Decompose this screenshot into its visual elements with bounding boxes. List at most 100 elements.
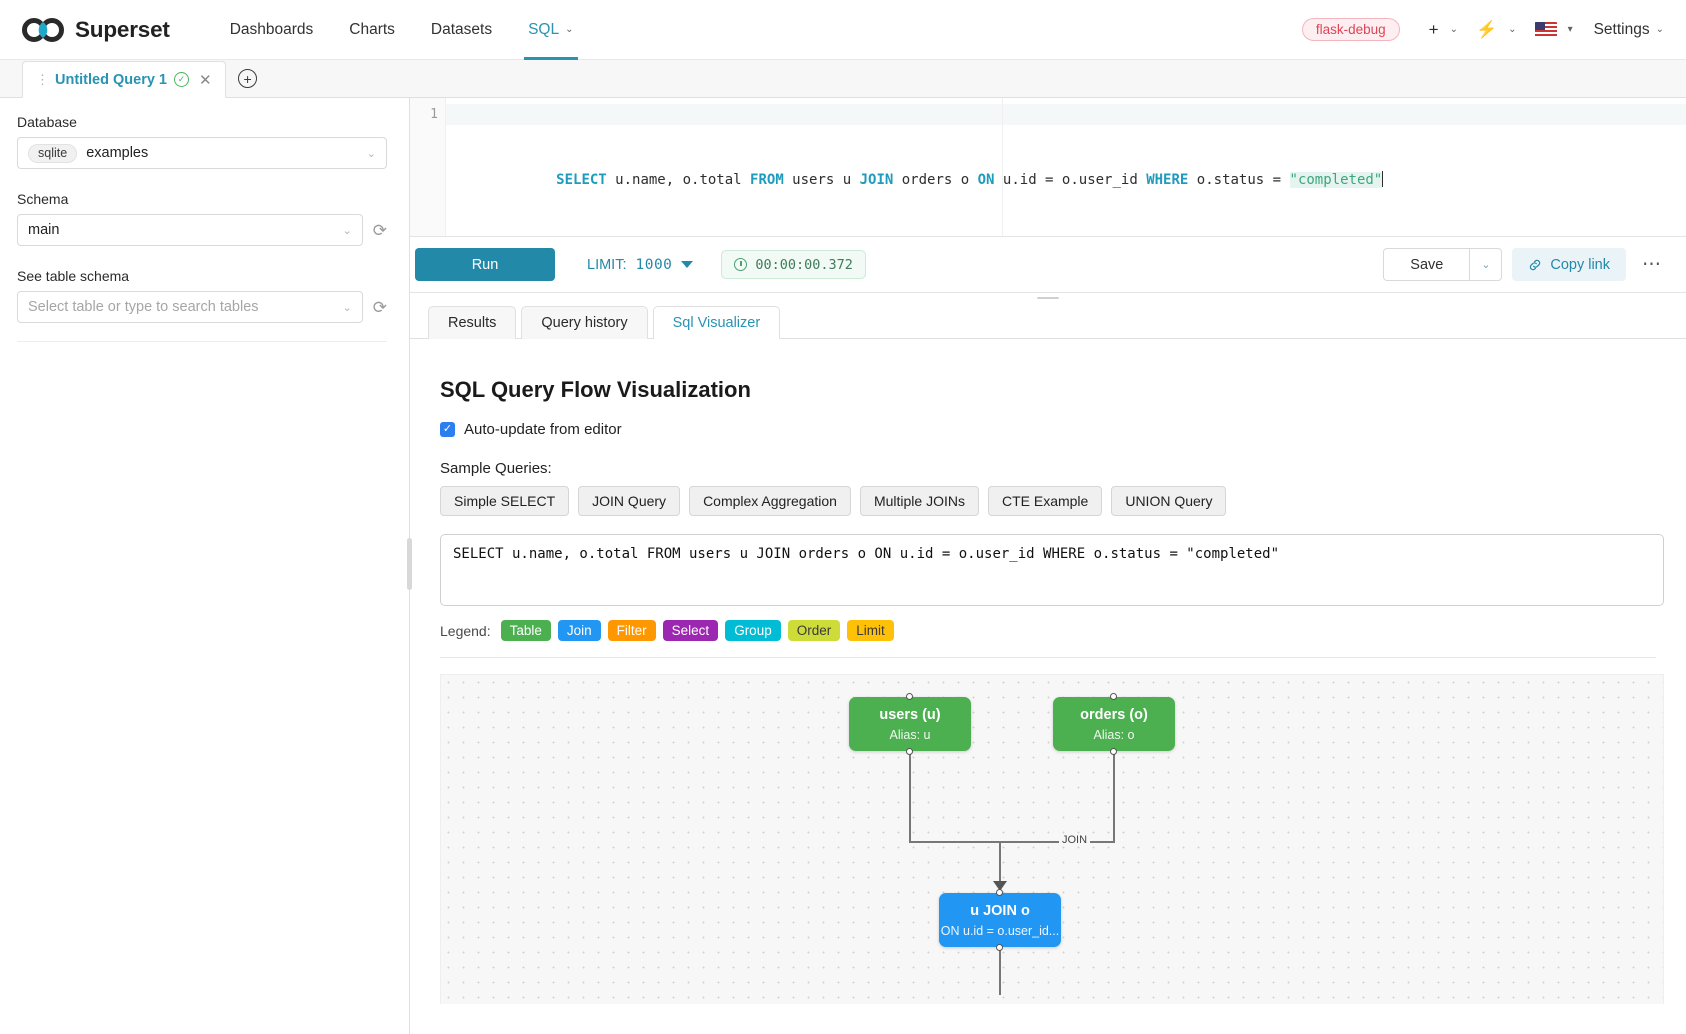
node-handle-bottom[interactable] xyxy=(996,944,1003,951)
tab-results-label: Results xyxy=(448,315,497,331)
sql-token-from: FROM xyxy=(750,172,784,188)
sql-token-select: SELECT xyxy=(556,172,607,188)
legend-divider xyxy=(440,657,1656,658)
plus-glyph: + xyxy=(243,70,252,87)
chevron-down-icon: ⌄ xyxy=(366,147,376,160)
sample-button-join-query[interactable]: JOIN Query xyxy=(578,486,681,516)
sample-button-union-query[interactable]: UNION Query xyxy=(1111,486,1227,516)
chevron-down-icon: ⌄ xyxy=(565,24,574,35)
caret-down-icon xyxy=(681,261,694,268)
sql-code-area[interactable]: SELECT u.name, o.total FROM users u JOIN… xyxy=(446,98,1686,236)
brand-name: Superset xyxy=(75,16,170,42)
node-handle-bottom[interactable] xyxy=(1110,748,1117,755)
line-number: 1 xyxy=(430,107,438,122)
sql-code-line: SELECT u.name, o.total FROM users u JOIN… xyxy=(455,155,1686,204)
editor-body: Database sqlite examples ⌄ Schema main ⌄… xyxy=(0,98,1686,1034)
tab-query-history[interactable]: Query history xyxy=(521,306,648,339)
sql-token-on: ON xyxy=(977,172,995,188)
edge-label-join: JOIN xyxy=(1059,834,1091,846)
settings-label: Settings xyxy=(1593,20,1650,38)
database-field: Database sqlite examples ⌄ xyxy=(17,114,387,169)
save-button[interactable]: Save xyxy=(1383,248,1471,281)
query-timer-value: 00:00:00.372 xyxy=(755,256,853,273)
panel-drag-bar[interactable] xyxy=(410,293,1686,303)
sql-token-columns: u.name, o.total xyxy=(606,172,751,188)
result-tab-bar: Results Query history Sql Visualizer xyxy=(410,303,1686,339)
flow-diagram-canvas[interactable]: JOIN users (u) Alias: u orders (o) Alias… xyxy=(440,674,1664,1004)
text-cursor xyxy=(1382,171,1384,187)
primary-nav-links: Dashboards Charts Datasets SQL ⌄ xyxy=(212,0,592,60)
edge-arrowhead-join xyxy=(993,881,1007,891)
drag-handle-icon[interactable]: ⋮ xyxy=(36,71,49,87)
nav-link-datasets[interactable]: Datasets xyxy=(413,0,510,60)
legend-badge-join: Join xyxy=(557,620,601,641)
clock-icon xyxy=(734,258,748,271)
chevron-down-icon: ⌄ xyxy=(342,224,352,237)
flask-debug-badge: flask-debug xyxy=(1301,18,1400,41)
database-select[interactable]: sqlite examples ⌄ xyxy=(17,137,387,169)
nav-right-cluster: flask-debug + ⌄ ⚡ ⌄ ▾ Settings ⌄ xyxy=(1301,18,1664,41)
legend-badge-select: Select xyxy=(662,620,719,641)
us-flag-icon xyxy=(1534,22,1557,37)
sql-editor[interactable]: 1 SELECT u.name, o.total FROM users u JO… xyxy=(410,98,1686,236)
limit-dropdown[interactable]: LIMIT: 1000 xyxy=(587,256,694,273)
nav-link-dashboards[interactable]: Dashboards xyxy=(212,0,332,60)
sample-button-simple-select[interactable]: Simple SELECT xyxy=(440,486,570,516)
legend: Legend: Table Join Filter Select Group O… xyxy=(440,620,1664,641)
node-handle-bottom[interactable] xyxy=(906,748,913,755)
node-handle-top[interactable] xyxy=(906,693,913,700)
see-table-schema-label: See table schema xyxy=(17,268,130,284)
chevron-down-icon: ⌄ xyxy=(1481,259,1491,271)
nav-link-datasets-label: Datasets xyxy=(430,20,493,38)
sql-token-string: "completed" xyxy=(1289,172,1383,188)
tab-sql-visualizer[interactable]: Sql Visualizer xyxy=(652,306,781,339)
schema-select[interactable]: main ⌄ xyxy=(17,214,363,246)
bolt-menu-button[interactable]: ⚡ ⌄ xyxy=(1469,20,1524,40)
close-icon[interactable]: ✕ xyxy=(199,71,212,89)
flow-node-join[interactable]: u JOIN o ON u.id = o.user_id... xyxy=(939,889,1061,951)
tab-results[interactable]: Results xyxy=(428,306,517,339)
tab-sql-visualizer-label: Sql Visualizer xyxy=(672,315,761,331)
right-editor-panel: 1 SELECT u.name, o.total FROM users u JO… xyxy=(410,98,1686,1034)
copy-link-button[interactable]: Copy link xyxy=(1512,248,1626,281)
sql-token-oncond: u.id = o.user_id xyxy=(994,172,1147,188)
query-input-textarea[interactable] xyxy=(440,534,1664,606)
superset-brand[interactable]: Superset xyxy=(22,17,170,43)
sample-button-complex-aggregation[interactable]: Complex Aggregation xyxy=(689,486,851,516)
refresh-schema-icon[interactable]: ⟳ xyxy=(372,220,387,240)
run-button[interactable]: Run xyxy=(415,248,555,281)
copy-link-label: Copy link xyxy=(1550,256,1610,273)
toolbar-right-cluster: Save ⌄ Copy link ⋯ xyxy=(1383,248,1668,281)
left-panel-divider xyxy=(17,341,387,342)
sample-button-cte-example[interactable]: CTE Example xyxy=(987,486,1103,516)
new-item-button[interactable]: + ⌄ xyxy=(1422,20,1465,40)
nav-link-sql-label: SQL xyxy=(528,20,560,38)
limit-label: LIMIT: xyxy=(587,256,627,273)
query-tab-strip: ⋮ Untitled Query 1 ✓ ✕ + xyxy=(0,60,1686,98)
active-line-highlight xyxy=(446,104,1686,125)
query-tab-untitled-query-1[interactable]: ⋮ Untitled Query 1 ✓ ✕ xyxy=(22,61,226,98)
node-handle-top[interactable] xyxy=(996,889,1003,896)
more-options-icon[interactable]: ⋯ xyxy=(1642,254,1662,275)
nav-link-sql[interactable]: SQL ⌄ xyxy=(510,0,591,60)
refresh-tables-icon[interactable]: ⟳ xyxy=(372,297,387,317)
table-search-input[interactable]: Select table or type to search tables ⌄ xyxy=(17,291,363,323)
flow-node-users[interactable]: users (u) Alias: u xyxy=(849,693,971,755)
add-query-tab-button[interactable]: + xyxy=(226,60,270,97)
nav-link-charts[interactable]: Charts xyxy=(331,0,413,60)
tab-query-history-label: Query history xyxy=(541,315,628,331)
panel-resize-handle[interactable] xyxy=(407,538,412,590)
check-glyph: ✓ xyxy=(442,423,453,435)
settings-menu[interactable]: Settings ⌄ xyxy=(1584,21,1664,39)
language-picker[interactable]: ▾ xyxy=(1528,22,1580,37)
edge-join-down xyxy=(999,947,1001,995)
flow-node-orders[interactable]: orders (o) Alias: o xyxy=(1053,693,1175,755)
sample-button-multiple-joins[interactable]: Multiple JOINs xyxy=(859,486,979,516)
node-handle-top[interactable] xyxy=(1110,693,1117,700)
auto-update-checkbox[interactable]: ✓ xyxy=(440,422,455,437)
chevron-down-icon: ⌄ xyxy=(342,301,352,314)
save-dropdown-button[interactable]: ⌄ xyxy=(1470,248,1503,281)
sample-queries-label: Sample Queries: xyxy=(440,460,552,477)
flow-node-join-condition: ON u.id = o.user_id... xyxy=(940,923,1060,938)
link-icon xyxy=(1530,259,1541,270)
